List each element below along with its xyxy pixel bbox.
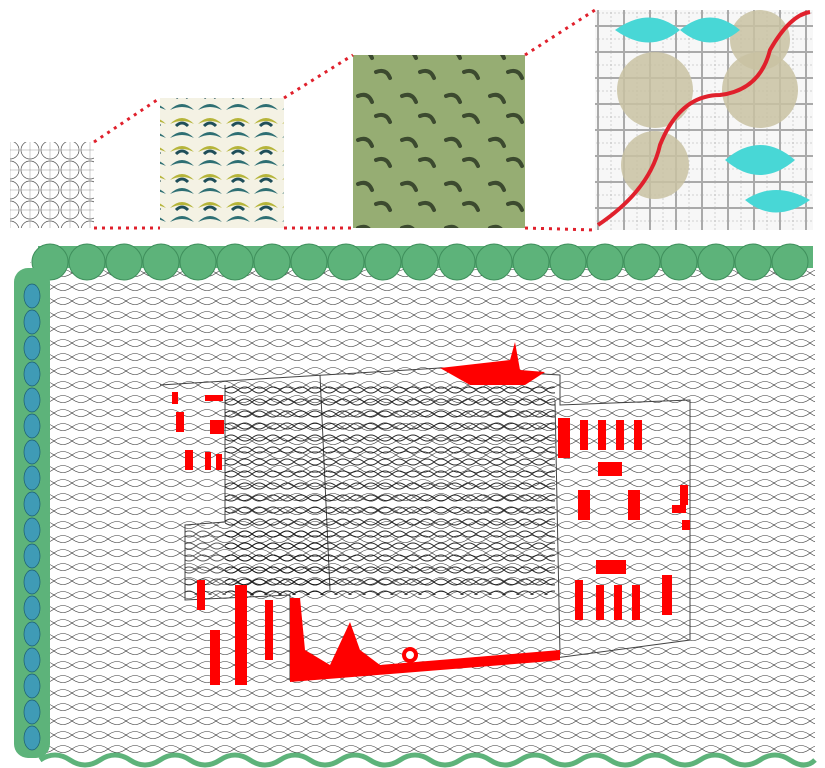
panel-connectors [93,8,596,232]
green-fabric-panel [353,55,525,228]
bottom-border [38,752,817,768]
tile-grid-detail-panel [595,10,813,230]
top-border-circles [31,243,813,281]
plan-diagram [14,243,817,768]
left-border [14,268,50,758]
line-tiling-panel [10,142,94,228]
colored-tiling-panel [160,98,284,228]
red-overlays [172,342,690,685]
